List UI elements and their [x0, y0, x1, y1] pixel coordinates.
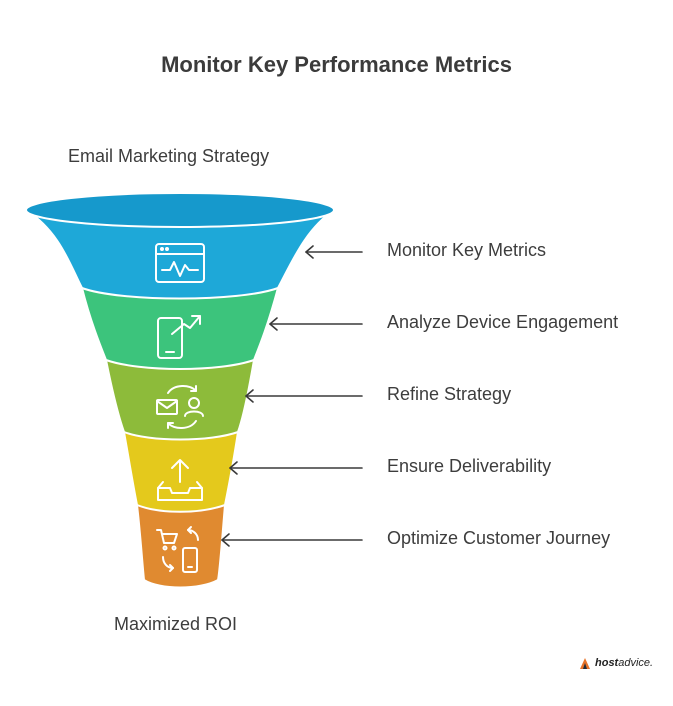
- funnel-rim: [25, 192, 335, 228]
- cart-mobile-cycle-icon: [156, 526, 199, 573]
- email-user-cycle-icon: [156, 385, 204, 429]
- analytics-chart-icon: [155, 243, 205, 283]
- arrow-stage-4: [229, 461, 363, 475]
- stage-label-4: Ensure Deliverability: [387, 456, 552, 476]
- mobile-growth-icon: [157, 315, 201, 359]
- brand-logo: hostadvice.: [578, 656, 653, 670]
- funnel-top-label: Email Marketing Strategy: [68, 146, 270, 166]
- funnel-bottom-label: Maximized ROI: [114, 614, 238, 634]
- brand-name-rest: advice.: [618, 657, 654, 669]
- funnel-stage-3: [104, 359, 256, 441]
- page-title: Monitor Key Performance Metrics: [161, 52, 512, 77]
- arrow-stage-1: [305, 245, 363, 259]
- stage-label-5: Optimize Customer Journey: [387, 528, 611, 548]
- inbox-upload-icon: [157, 459, 203, 501]
- arrow-stage-2: [269, 317, 363, 331]
- brand-name-bold: host: [595, 657, 619, 669]
- arrow-stage-3: [245, 389, 363, 403]
- stage-label-2: Analyze Device Engagement: [387, 312, 619, 332]
- stage-label-1: Monitor Key Metrics: [387, 240, 547, 260]
- funnel-stage-5: [135, 504, 227, 589]
- brand-mark-icon: [580, 658, 590, 669]
- arrow-stage-5: [221, 533, 363, 547]
- stage-label-3: Refine Strategy: [387, 384, 512, 404]
- stage-arrows: [221, 245, 363, 547]
